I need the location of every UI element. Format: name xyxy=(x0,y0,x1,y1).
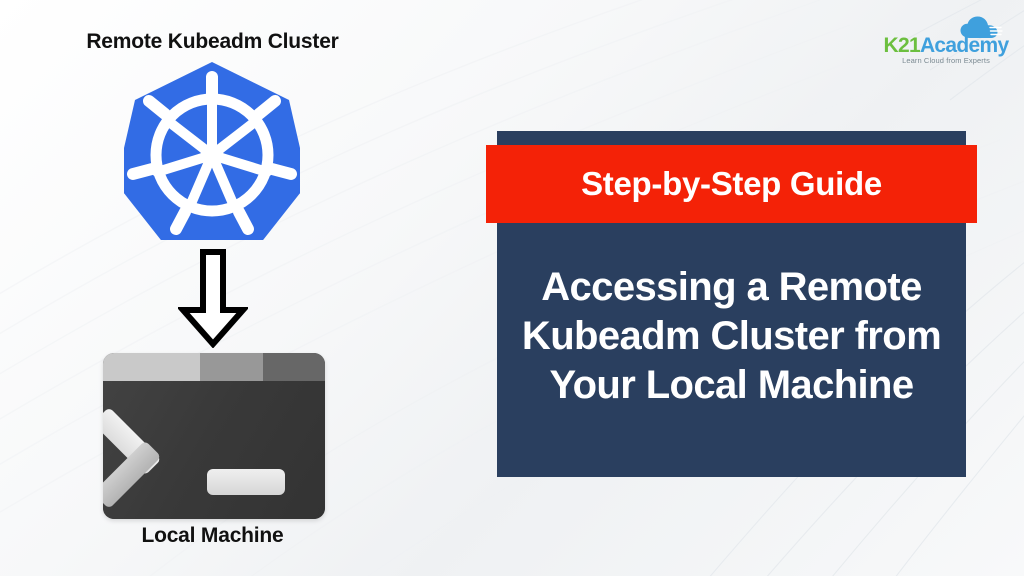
down-arrow-icon xyxy=(178,249,248,348)
ribbon-label: Step-by-Step Guide xyxy=(581,165,882,202)
terminal-title-segment-medium xyxy=(199,353,263,381)
page-title: Accessing a Remote Kubeadm Cluster from … xyxy=(521,264,942,408)
terminal-title-bar xyxy=(103,353,325,381)
terminal-body xyxy=(103,381,325,519)
kubernetes-helm-wheel-icon xyxy=(124,62,300,240)
step-by-step-ribbon: Step-by-Step Guide xyxy=(486,145,977,223)
cursor-bar-icon xyxy=(207,469,285,495)
terminal-window-icon xyxy=(103,353,325,519)
remote-cluster-label: Remote Kubeadm Cluster xyxy=(86,30,339,53)
terminal-title-segment-light xyxy=(103,353,200,381)
brand-name-part1: K21 xyxy=(883,34,921,57)
local-machine-label: Local Machine xyxy=(141,524,284,547)
brand-name-part2: Academy xyxy=(919,34,1009,57)
brand-tagline: Learn Cloud from Experts xyxy=(902,56,990,65)
cloud-icon xyxy=(960,16,1003,38)
brand-logo[interactable]: K21Academy Learn Cloud from Experts xyxy=(882,16,1010,68)
terminal-title-segment-dark xyxy=(262,353,325,381)
brand-wordmark: K21Academy xyxy=(882,34,1010,58)
